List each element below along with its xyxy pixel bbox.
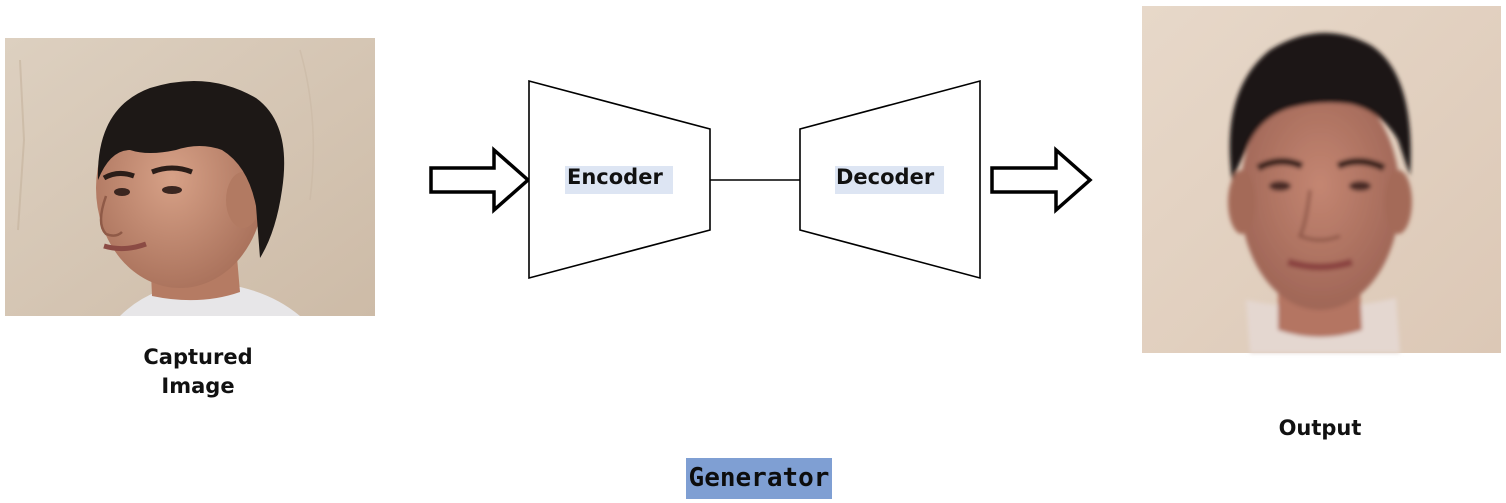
output-caption: Output — [1278, 416, 1362, 440]
captured-image — [5, 38, 375, 316]
generator-highlight — [686, 458, 832, 499]
decoder-label: Decoder — [836, 165, 935, 189]
encoder-label: Encoder — [567, 165, 663, 189]
output-image — [1142, 6, 1501, 353]
input-arrow — [429, 146, 531, 214]
generator-label: Generator — [688, 463, 830, 493]
encoder-label-highlight — [565, 166, 673, 194]
output-arrow — [990, 146, 1093, 214]
decoder-label-highlight — [835, 166, 944, 194]
captured-image-caption: Captured Image — [143, 345, 253, 398]
